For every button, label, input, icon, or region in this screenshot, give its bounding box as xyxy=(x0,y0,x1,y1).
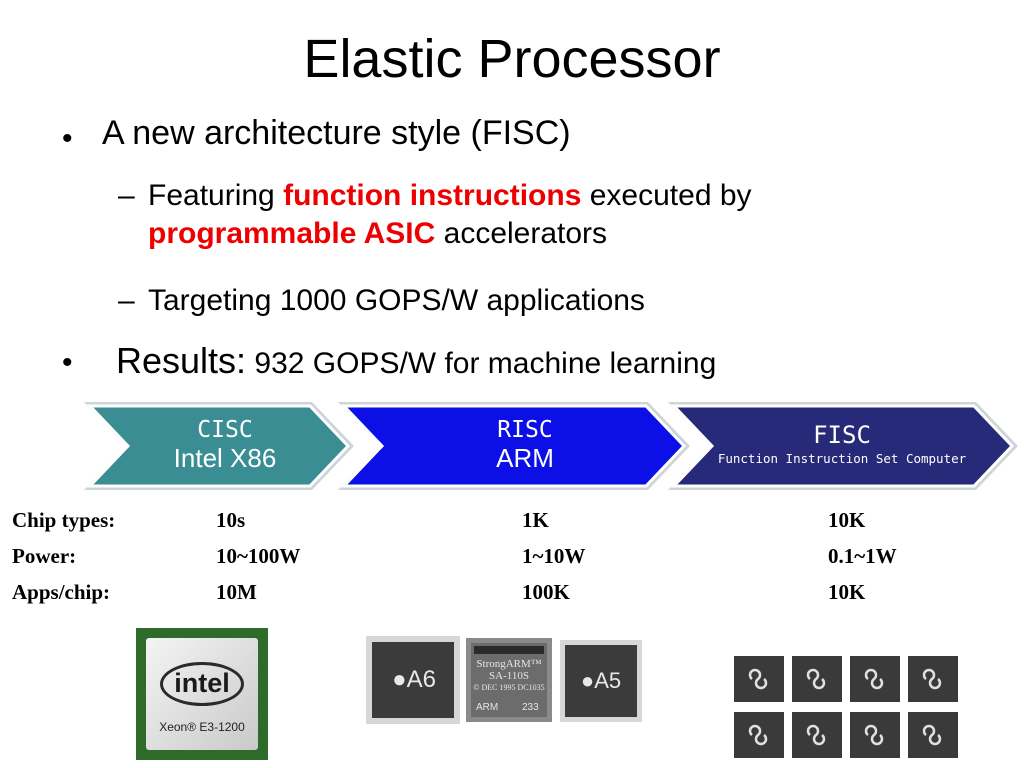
sub-bullet-featuring: Featuring function instructions executed… xyxy=(148,177,1008,253)
strongarm-number: 233 xyxy=(522,702,539,713)
fisc-subtitle: Function Instruction Set Computer xyxy=(717,450,967,466)
fisc-title: FISC xyxy=(813,421,871,449)
intel-xeon-chip-image: intel Xeon® E3-1200 xyxy=(136,628,268,760)
risc-apps: 100K xyxy=(522,580,570,604)
sub-bullet-dash: – xyxy=(118,284,135,317)
text-accelerators: accelerators xyxy=(435,217,608,250)
slide-title: Elastic Processor xyxy=(303,29,721,89)
a6-label: ●A6 xyxy=(374,666,454,694)
chevron-fisc-label: FISC Function Instruction Set Computer xyxy=(690,422,994,466)
fisc-power: 0.1~1W xyxy=(828,544,897,568)
sub-bullet-targeting: Targeting 1000 GOPS/W applications xyxy=(148,284,645,317)
apple-a5-chip-image: ●A5 xyxy=(560,640,642,722)
a5-label: ●A5 xyxy=(566,668,636,694)
highlight-programmable-asic: programmable ASIC xyxy=(148,217,436,250)
highlight-function-instructions: function instructions xyxy=(283,179,582,212)
strongarm-name: StrongARM™ xyxy=(476,658,542,670)
cisc-apps: 10M xyxy=(216,580,257,604)
bullet-dot: • xyxy=(62,122,73,155)
sub-bullet-dash: – xyxy=(118,179,135,212)
cisc-title: CISC xyxy=(197,417,253,443)
results-value: 932 GOPS/W for machine learning xyxy=(246,347,717,380)
strongarm-model: SA-110S xyxy=(489,670,529,682)
cisc-chip-types: 10s xyxy=(216,508,246,532)
risc-chip-types: 1K xyxy=(522,508,549,532)
a5-text: A5 xyxy=(594,668,622,693)
apple-icon: ● xyxy=(392,666,407,693)
strongarm-foot: ARM xyxy=(476,702,499,713)
intel-logo-text: intel xyxy=(174,668,230,698)
strongarm-chip-image: StrongARM™ SA-110S © DEC 1995 DC1035 ARM… xyxy=(466,638,552,722)
chevron-fisc xyxy=(668,402,1018,490)
row-header-chip-types: Chip types: xyxy=(12,508,116,532)
row-header-apps-per-chip: Apps/chip: xyxy=(12,580,111,604)
risc-title: RISC xyxy=(497,417,553,443)
bullet-architecture: A new architecture style (FISC) xyxy=(102,114,571,152)
a6-text: A6 xyxy=(406,666,436,693)
intel-model-text: Xeon® E3-1200 xyxy=(159,720,245,734)
risc-power: 1~10W xyxy=(522,544,586,568)
strongarm-markings: StrongARM™ SA-110S © DEC 1995 DC1035 xyxy=(466,658,552,694)
chevron-risc xyxy=(338,402,690,490)
fisc-chip-grid-image xyxy=(734,656,958,758)
strongarm-copyright: © DEC 1995 DC1035 xyxy=(473,683,545,692)
cisc-subtitle: Intel X86 xyxy=(173,442,277,473)
apple-a6-chip-image: ●A6 xyxy=(366,636,460,724)
risc-subtitle: ARM xyxy=(496,442,554,473)
row-header-power: Power: xyxy=(12,544,77,568)
fisc-apps: 10K xyxy=(828,580,866,604)
text-executed-by: executed by xyxy=(581,179,752,212)
chevron-risc-label: RISC ARM xyxy=(440,417,610,473)
cisc-power: 10~100W xyxy=(216,544,301,568)
chevron-cisc-label: CISC Intel X86 xyxy=(150,417,300,473)
results-label: Results: xyxy=(116,340,247,381)
fisc-chip-types: 10K xyxy=(828,508,866,532)
chevron-cisc xyxy=(84,402,354,490)
text-featuring: Featuring xyxy=(148,179,284,212)
bullet-results: Results: 932 GOPS/W for machine learning xyxy=(116,340,716,382)
apple-icon: ● xyxy=(580,668,595,693)
bullet-dot: • xyxy=(62,346,73,379)
